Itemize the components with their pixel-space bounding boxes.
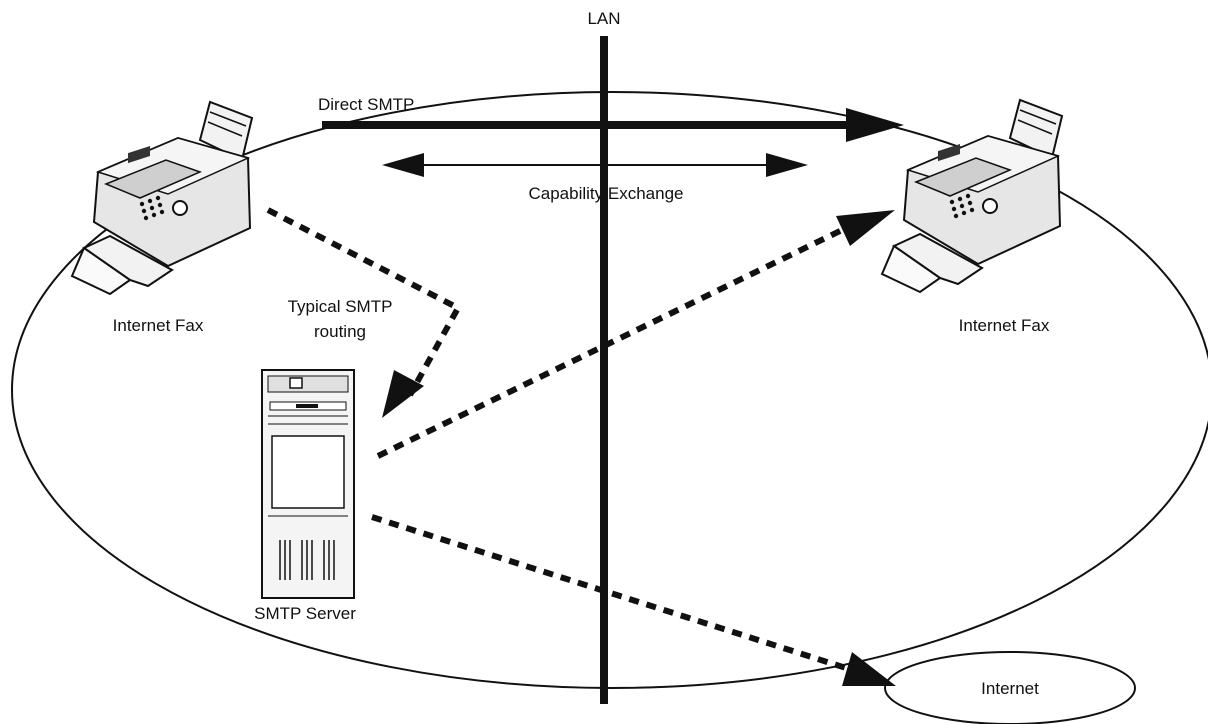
fax-machine-icon [70, 100, 254, 296]
capability-label-bg [500, 180, 590, 202]
smtp-server-label: SMTP Server [254, 604, 356, 623]
internet-cloud-ellipse [884, 651, 1136, 724]
internet-label: Internet [981, 679, 1039, 698]
direct-smtp-arrow [322, 108, 904, 142]
lan-label: LAN [587, 9, 620, 28]
typical-smtp-label-line2: routing [314, 322, 366, 341]
server-to-internet-path [371, 514, 896, 686]
server-tower-icon [261, 369, 355, 599]
internet-fax-right-label: Internet Fax [959, 316, 1050, 335]
exchange-label-bg [612, 180, 712, 202]
server-to-fax-path [376, 210, 895, 459]
typical-smtp-routing-path [266, 207, 463, 418]
typical-smtp-label-line1: Typical SMTP [288, 297, 393, 316]
fax-machine-icon [880, 98, 1064, 294]
capability-exchange-arrow [382, 153, 808, 177]
direct-smtp-label: Direct SMTP [318, 95, 414, 114]
lan-boundary-ellipse [11, 91, 1208, 689]
internet-fax-left-label: Internet Fax [113, 316, 204, 335]
